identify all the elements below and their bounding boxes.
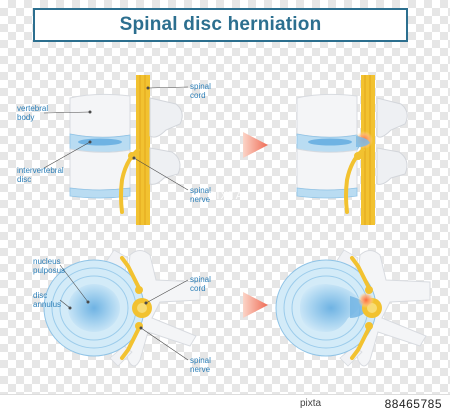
title-box: Spinal disc herniation bbox=[33, 8, 408, 42]
label-spinal-nerve-bottom: spinal nerve bbox=[190, 356, 211, 374]
watermark: PIXTA bbox=[208, 190, 244, 202]
nucleus-pulposus bbox=[68, 284, 120, 332]
label-spinal-cord-top: spinal cord bbox=[190, 82, 211, 100]
diagram-title: Spinal disc herniation bbox=[119, 14, 322, 35]
label-vertebral-body: vertebral body bbox=[17, 104, 49, 122]
lateral-view-normal bbox=[43, 75, 189, 225]
herniation-spot-bottom bbox=[358, 292, 374, 308]
axial-view-herniated bbox=[275, 249, 431, 367]
label-intervertebral-disc: intervertebral disc bbox=[17, 166, 64, 184]
footer-bar: pixta 88465785 bbox=[0, 394, 450, 413]
label-disc-annulus: disc annulus bbox=[33, 291, 62, 309]
label-spinal-cord-bottom: spinal cord bbox=[190, 275, 211, 293]
lateral-view-herniated bbox=[296, 75, 408, 225]
vertebral-body-upper bbox=[69, 93, 131, 138]
footer-image-number: 88465785 bbox=[384, 397, 442, 411]
label-nucleus-pulposus: nucleus pulposus bbox=[33, 257, 66, 275]
label-spinal-nerve-top: spinal nerve bbox=[190, 186, 211, 204]
axial-view-normal bbox=[43, 249, 201, 367]
arrow-top bbox=[243, 132, 268, 158]
footer-brand: pixta bbox=[300, 398, 322, 409]
spine-illustrations bbox=[43, 75, 431, 367]
arrow-bottom bbox=[243, 292, 268, 318]
